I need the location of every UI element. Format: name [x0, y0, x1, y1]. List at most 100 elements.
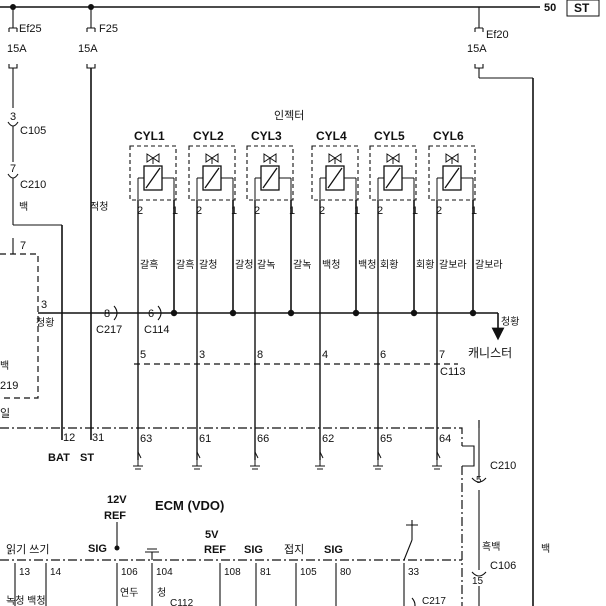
- c105-pin: 3: [10, 111, 16, 123]
- pin-number: 108: [224, 567, 241, 578]
- ecm-ref-label: REF: [104, 510, 126, 522]
- injector-box: [188, 145, 236, 201]
- wire-color: 갈흑: [140, 258, 158, 271]
- st-box: [566, 0, 600, 17]
- fuse-rating: 15A: [78, 43, 98, 55]
- coil-diagonal: [327, 167, 343, 189]
- cylinder-label: CYL6: [433, 129, 464, 143]
- ecm-sig-label: SIG: [324, 544, 343, 556]
- ecm-pin: 64: [439, 433, 451, 445]
- box-pin-3: 3: [41, 299, 47, 311]
- c106-pin: 15: [472, 576, 484, 587]
- pin-number: 81: [260, 567, 272, 578]
- pin-label: 2: [377, 205, 383, 217]
- valve-icon: [263, 153, 277, 163]
- injector-box: [311, 145, 359, 201]
- junction-dot: [352, 309, 360, 317]
- c210-label: C210: [20, 179, 46, 191]
- coil-diagonal: [145, 167, 161, 189]
- fuse-ef25: Ef25 15A: [7, 7, 42, 108]
- fragment-text: 백: [0, 360, 9, 372]
- c217-pin: 8: [104, 308, 110, 320]
- pin-number: 105: [300, 567, 317, 578]
- injector-box: [369, 145, 417, 201]
- right-connectors: 5 C210 흑백 15 C106 백 C217: [411, 420, 550, 606]
- ground-icon: [373, 451, 383, 470]
- left-chain: 3 C105 7 C210 백 적청: [7, 111, 108, 440]
- cylinder-label: CYL1: [134, 129, 165, 143]
- ecm-read-write: 읽기 쓰기: [6, 543, 50, 556]
- valve-icon: [205, 153, 219, 163]
- c210-label: C210: [490, 460, 516, 472]
- ecm-pin: 61: [199, 433, 211, 445]
- pin-label: 2: [319, 205, 325, 217]
- pin-label: 2: [436, 205, 442, 217]
- ecm-12v-label: 12V: [107, 494, 127, 506]
- bus-wire-color: 청황: [501, 316, 519, 328]
- ecm-pin: 65: [380, 433, 392, 445]
- c113-pin: 4: [322, 349, 328, 361]
- junction-dot: [287, 309, 295, 317]
- pin-label: 1: [231, 205, 237, 217]
- junction-dot: [469, 309, 477, 317]
- c113-pin: 6: [380, 349, 386, 361]
- coil-diagonal: [444, 167, 460, 189]
- ecm-bat-pin: 12: [63, 432, 75, 444]
- pin-number: 104: [156, 567, 173, 578]
- pin-label: 1: [412, 205, 418, 217]
- ecm-box: [0, 427, 463, 606]
- fragment-text: 일: [0, 406, 10, 420]
- valve-icon: [445, 153, 459, 163]
- pin-number: 33: [408, 567, 420, 578]
- ecm-pin: 62: [322, 433, 334, 445]
- ground-icon: [192, 451, 202, 470]
- pin-label: 1: [172, 205, 178, 217]
- pin-number: 80: [340, 567, 352, 578]
- ground-icon: [315, 451, 325, 470]
- c113-pin: 3: [199, 349, 205, 361]
- junction-dot: [170, 309, 178, 317]
- fuse-name: F25: [99, 23, 118, 35]
- wire-color: 갈청: [235, 258, 253, 271]
- cylinder-label: CYL4: [316, 129, 347, 143]
- ground-icon: [133, 451, 143, 470]
- fuse-rating: 15A: [7, 43, 27, 55]
- pin-label: 2: [254, 205, 260, 217]
- ecm-title: ECM (VDO): [155, 498, 224, 513]
- pin-label: 1: [289, 205, 295, 217]
- wire-color: 갈녹: [257, 258, 275, 271]
- c217-label: C217: [422, 596, 446, 606]
- ground-icon: [432, 451, 442, 470]
- wire-color: 갈보라: [439, 258, 467, 271]
- injector-box: [246, 145, 294, 201]
- c105-label: C105: [20, 125, 46, 137]
- ecm-sig-label: SIG: [88, 543, 107, 555]
- c217-label: C217: [96, 324, 122, 336]
- fragment-text: 연두: [120, 587, 138, 599]
- left-module-box: [0, 253, 39, 399]
- switch-symbol: [403, 520, 418, 561]
- fragment-text: 219: [0, 380, 18, 392]
- coil-diagonal: [204, 167, 220, 189]
- c113-pin: 7: [439, 349, 445, 361]
- c113-pin: 5: [140, 349, 146, 361]
- fuse-name: Ef25: [19, 23, 42, 35]
- coil-diagonal: [385, 167, 401, 189]
- top-wire-number: 50: [544, 2, 556, 14]
- valve-icon: [386, 153, 400, 163]
- fragment-text: 청: [157, 587, 166, 599]
- box-pin-7: 7: [20, 240, 26, 252]
- junction-dot: [229, 309, 237, 317]
- wire-color: 백청: [358, 259, 376, 271]
- wire-color-blue-yellow: 청황: [36, 317, 54, 329]
- c106-label: C106: [490, 560, 516, 572]
- wire-color: 백청: [322, 259, 340, 271]
- ground-icon: [250, 451, 260, 470]
- ecm-ground-label: 접지: [284, 543, 304, 556]
- injector-box: [428, 145, 476, 201]
- ecm-st-pin: 31: [92, 432, 104, 444]
- wire-color: 회황: [380, 259, 398, 271]
- fuse-rating: 15A: [467, 43, 487, 55]
- wire-color: 갈흑: [176, 258, 194, 271]
- c210-pin: 5: [476, 475, 482, 486]
